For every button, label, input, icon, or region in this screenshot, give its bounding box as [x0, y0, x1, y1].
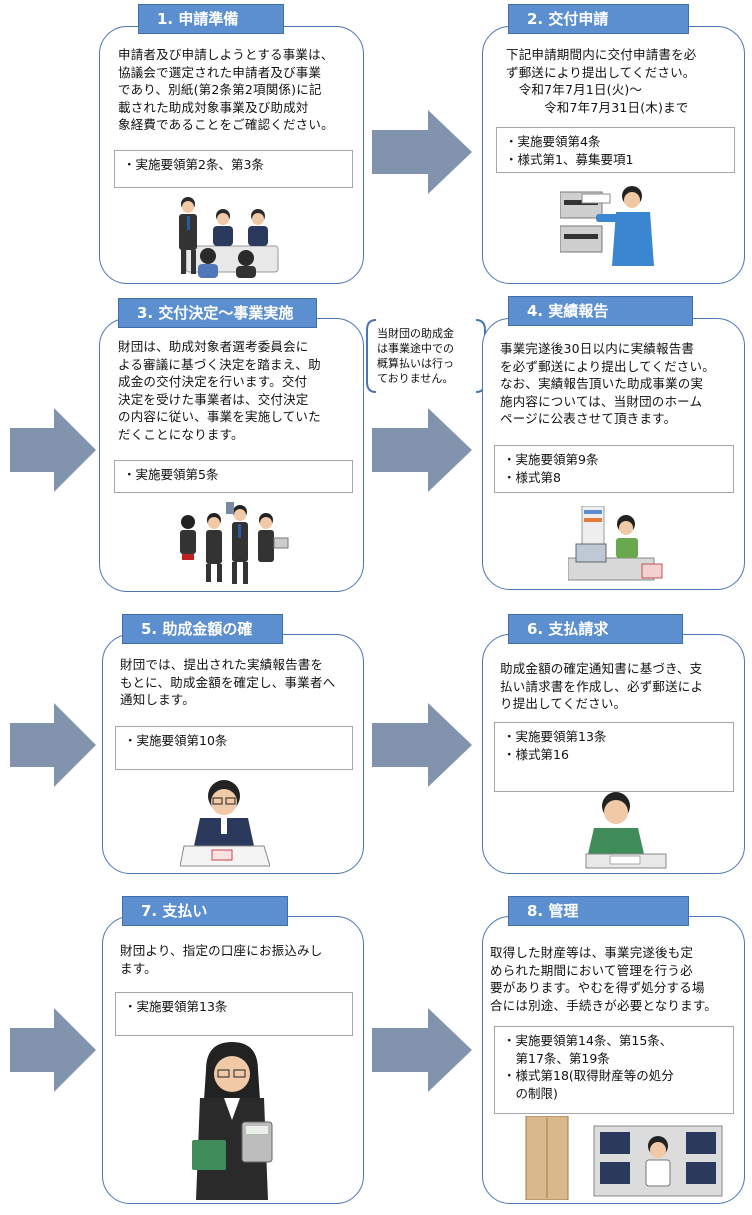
arrow-3-to-4 — [372, 408, 472, 492]
step-8-refs: ・実施要領第14条、第15条、 第17条、第19条・様式第18(取得財産等の処分… — [494, 1026, 734, 1114]
approval-illustration — [180, 780, 270, 867]
step-7-refs: ・実施要領第13条 — [115, 992, 353, 1036]
step-1-body: 申請者及び申請しようとする事業は、協議会で選定された申請者及び事業であり、別紙(… — [118, 47, 334, 132]
mailing-illustration — [560, 186, 654, 266]
advance-payment-note: 当財団の助成金は事業途中での概算払いは行っておりません。 — [377, 327, 454, 385]
arrow-into-7 — [10, 1008, 96, 1092]
step-2-body: 下記申請期間内に交付申請書を必ず郵送により提出してください。 令和7年7月1日(… — [506, 47, 697, 115]
step-4-body: 事業完遂後30日以内に実績報告書を必ず郵送により提出してください。なお、実績報告… — [500, 341, 715, 426]
step-7-body: 財団より、指定の口座にお振込みします。 — [120, 943, 323, 976]
arrow-7-to-8 — [372, 1008, 472, 1092]
meeting-illustration — [179, 197, 279, 278]
step-5-body: 財団では、提出された実績報告書をもとに、助成金額を確定し、事業者へ通知します。 — [120, 657, 336, 707]
step-8-body: 取得した財産等は、事業完遂後も定められた期間において管理を行う必要があります。や… — [490, 945, 717, 1013]
step-6-body: 助成金額の確定通知書に基づき、支払い請求書を作成し、必ず郵送により提出してくださ… — [500, 661, 704, 711]
arrow-into-5 — [10, 703, 96, 787]
step-5-refs: ・実施要領第10条 — [115, 726, 353, 770]
step-5-title: 5. 助成金額の確 — [122, 614, 283, 644]
step-3-title: 3. 交付決定～事業実施 — [118, 298, 317, 328]
step-4-refs: ・実施要領第9条・様式第8 — [494, 445, 734, 493]
arrow-into-3 — [10, 408, 96, 492]
arrow-5-to-6 — [372, 703, 472, 787]
step-1-refs: ・実施要領第2条、第3条 — [114, 150, 353, 188]
asset-management-illustration — [525, 1116, 723, 1200]
step-6-refs: ・実施要領第13条・様式第16 — [494, 722, 734, 792]
step-3-card — [99, 318, 364, 592]
step-2-title: 2. 交付申請 — [508, 4, 689, 34]
office-desk-illustration — [568, 506, 663, 581]
business-team-illustration — [180, 502, 289, 584]
step-7-title: 7. 支払い — [122, 896, 288, 926]
calculator-woman-illustration — [192, 1042, 273, 1200]
writing-illustration — [585, 792, 667, 869]
arrow-1-to-2 — [372, 110, 472, 194]
step-3-refs: ・実施要領第5条 — [114, 460, 353, 493]
step-4-title: 4. 実績報告 — [508, 296, 693, 326]
step-8-title: 8. 管理 — [508, 896, 689, 926]
step-3-body: 財団は、助成対象者選考委員会による審議に基づく決定を踏まえ、助成金の交付決定を行… — [118, 339, 321, 442]
step-1-title: 1. 申請準備 — [138, 4, 284, 34]
step-6-title: 6. 支払請求 — [508, 614, 683, 644]
step-2-refs: ・実施要領第4条・様式第1、募集要項1 — [496, 127, 735, 173]
